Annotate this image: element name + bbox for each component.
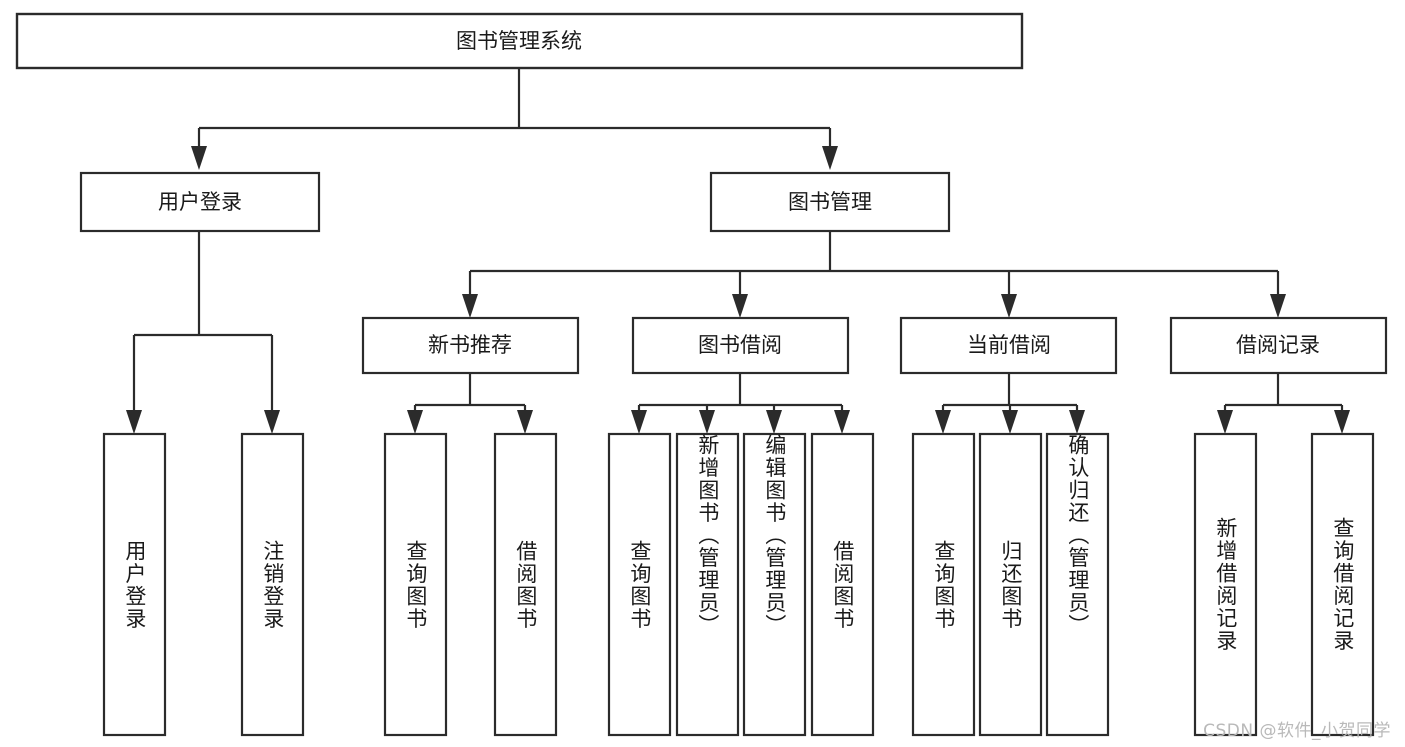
arrow-bookborrow-leaf-3 [766, 410, 782, 434]
arrow-currentborrow-leaf-1 [935, 410, 951, 434]
node-book-borrow-label: 图书借阅 [698, 333, 782, 357]
node-book-manage-label: 图书管理 [788, 190, 872, 214]
arrow-root-to-book-manage [822, 146, 838, 170]
leaf-box-book-borrow-4[interactable] [810, 432, 875, 737]
leaf-box-book-borrow-3[interactable] [742, 432, 807, 737]
node-current-borrow-label: 当前借阅 [967, 333, 1051, 357]
arrow-userlogin-leaf-2 [264, 410, 280, 434]
node-user-login-box[interactable] [79, 171, 321, 233]
node-new-book-label: 新书推荐 [428, 333, 512, 357]
arrow-currentborrow-leaf-2 [1002, 410, 1018, 434]
leaf-box-book-borrow-2[interactable] [675, 432, 740, 737]
arrow-bookmanage-to-borrow [732, 294, 748, 318]
arrow-currentborrow-leaf-3 [1069, 410, 1085, 434]
arrow-root-to-user-login [191, 146, 207, 170]
connector-group-root [191, 68, 838, 170]
leaf-box-borrow-record-1[interactable] [1193, 432, 1258, 737]
leaf-box-current-borrow-2[interactable] [978, 432, 1043, 737]
leaf-box-borrow-record-2[interactable] [1310, 432, 1375, 737]
node-borrow-record-label: 借阅记录 [1236, 333, 1320, 357]
arrow-userlogin-leaf-1 [126, 410, 142, 434]
connector-group-book-borrow [631, 373, 850, 434]
leaf-box-current-borrow-3[interactable] [1045, 432, 1110, 737]
node-book-borrow-box[interactable] [631, 316, 850, 375]
connector-group-user-login [126, 231, 280, 434]
arrow-borrowrecord-leaf-2 [1334, 410, 1350, 434]
arrow-newbook-leaf-2 [517, 410, 533, 434]
arrow-bookmanage-to-record [1270, 294, 1286, 318]
leaf-box-new-book-1[interactable] [383, 432, 448, 737]
node-new-book-box[interactable] [361, 316, 580, 375]
node-borrow-record-box[interactable] [1169, 316, 1388, 375]
arrow-bookborrow-leaf-4 [834, 410, 850, 434]
connector-group-current-borrow [935, 373, 1085, 434]
arrow-bookmanage-to-current [1001, 294, 1017, 318]
node-user-login-label: 用户登录 [158, 190, 242, 214]
arrow-newbook-leaf-1 [407, 410, 423, 434]
arrow-bookmanage-to-new-book [462, 294, 478, 318]
leaf-box-user-login-2[interactable] [240, 432, 305, 737]
node-book-manage-box[interactable] [709, 171, 951, 233]
node-root-box[interactable] [15, 12, 1024, 70]
connector-group-new-book [407, 373, 533, 434]
connector-group-borrow-record [1217, 373, 1350, 434]
leaf-box-current-borrow-1[interactable] [911, 432, 976, 737]
leaf-box-user-login-1[interactable] [102, 432, 167, 737]
leaf-box-book-borrow-1[interactable] [607, 432, 672, 737]
leaf-box-new-book-2[interactable] [493, 432, 558, 737]
connector-group-book-manage [462, 231, 1286, 318]
arrow-borrowrecord-leaf-1 [1217, 410, 1233, 434]
arrow-bookborrow-leaf-2 [699, 410, 715, 434]
watermark-text: CSDN @软件_小贺同学 [1203, 721, 1391, 741]
node-root-label: 图书管理系统 [456, 29, 582, 53]
arrow-bookborrow-leaf-1 [631, 410, 647, 434]
node-current-borrow-box[interactable] [899, 316, 1118, 375]
